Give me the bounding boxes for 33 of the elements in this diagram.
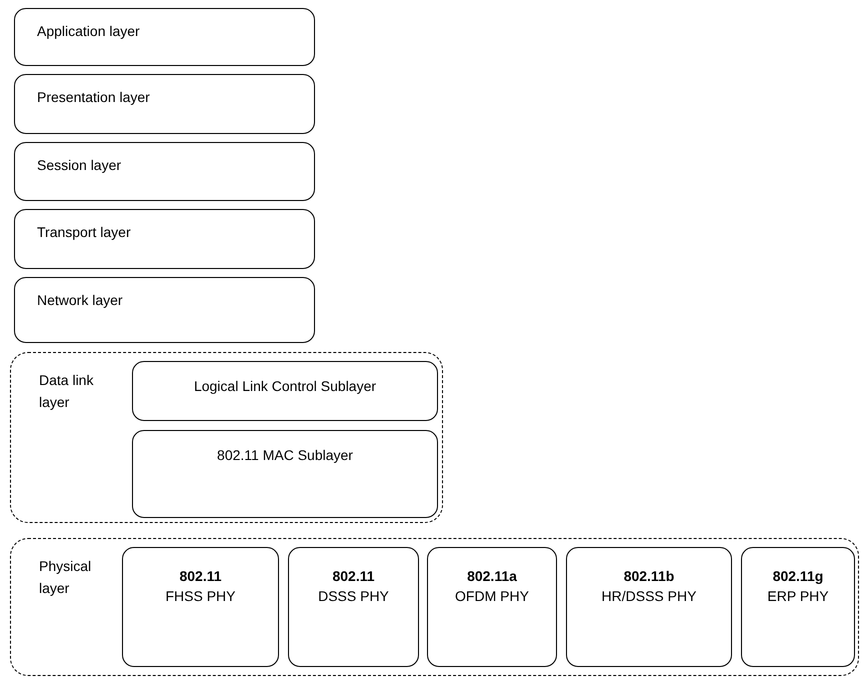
sublayer-label: Logical Link Control Sublayer xyxy=(192,377,378,396)
layer-box xyxy=(14,209,315,269)
phy-box xyxy=(741,547,855,667)
dashed-group-box xyxy=(10,352,443,523)
phy-box xyxy=(427,547,557,667)
phy-label: ERP PHY xyxy=(767,587,829,606)
standard-name: 802.11g xyxy=(772,567,824,586)
layer-label: Data link layer xyxy=(39,371,94,412)
layer-box xyxy=(14,142,315,201)
standard-name: 802.11 xyxy=(332,567,375,586)
phy-label: OFDM PHY xyxy=(455,587,529,606)
phy-box xyxy=(288,547,419,667)
phy-label: FHSS PHY xyxy=(165,587,236,606)
layer-label: Session layer xyxy=(37,156,122,175)
sublayer-label: 802.11 MAC Sublayer xyxy=(216,446,354,465)
dashed-group-box xyxy=(10,538,859,676)
layer-label: Physical layer xyxy=(39,557,92,598)
standard-name: 802.11b xyxy=(624,567,674,586)
layer-box xyxy=(14,74,315,134)
layer-label: Network layer xyxy=(37,291,123,310)
layer-box xyxy=(14,8,315,66)
sublayer-box xyxy=(132,361,438,421)
layer-label: Application layer xyxy=(37,22,140,41)
layer-label: Presentation layer xyxy=(37,88,150,107)
phy-box xyxy=(566,547,732,667)
standard-name: 802.11 xyxy=(179,567,222,586)
layer-box xyxy=(14,277,315,343)
sublayer-box xyxy=(132,430,438,518)
layer-label: Transport layer xyxy=(37,223,131,242)
phy-label: HR/DSSS PHY xyxy=(602,587,696,606)
phy-box xyxy=(122,547,279,667)
phy-label: DSSS PHY xyxy=(318,587,389,606)
standard-name: 802.11a xyxy=(467,567,517,586)
